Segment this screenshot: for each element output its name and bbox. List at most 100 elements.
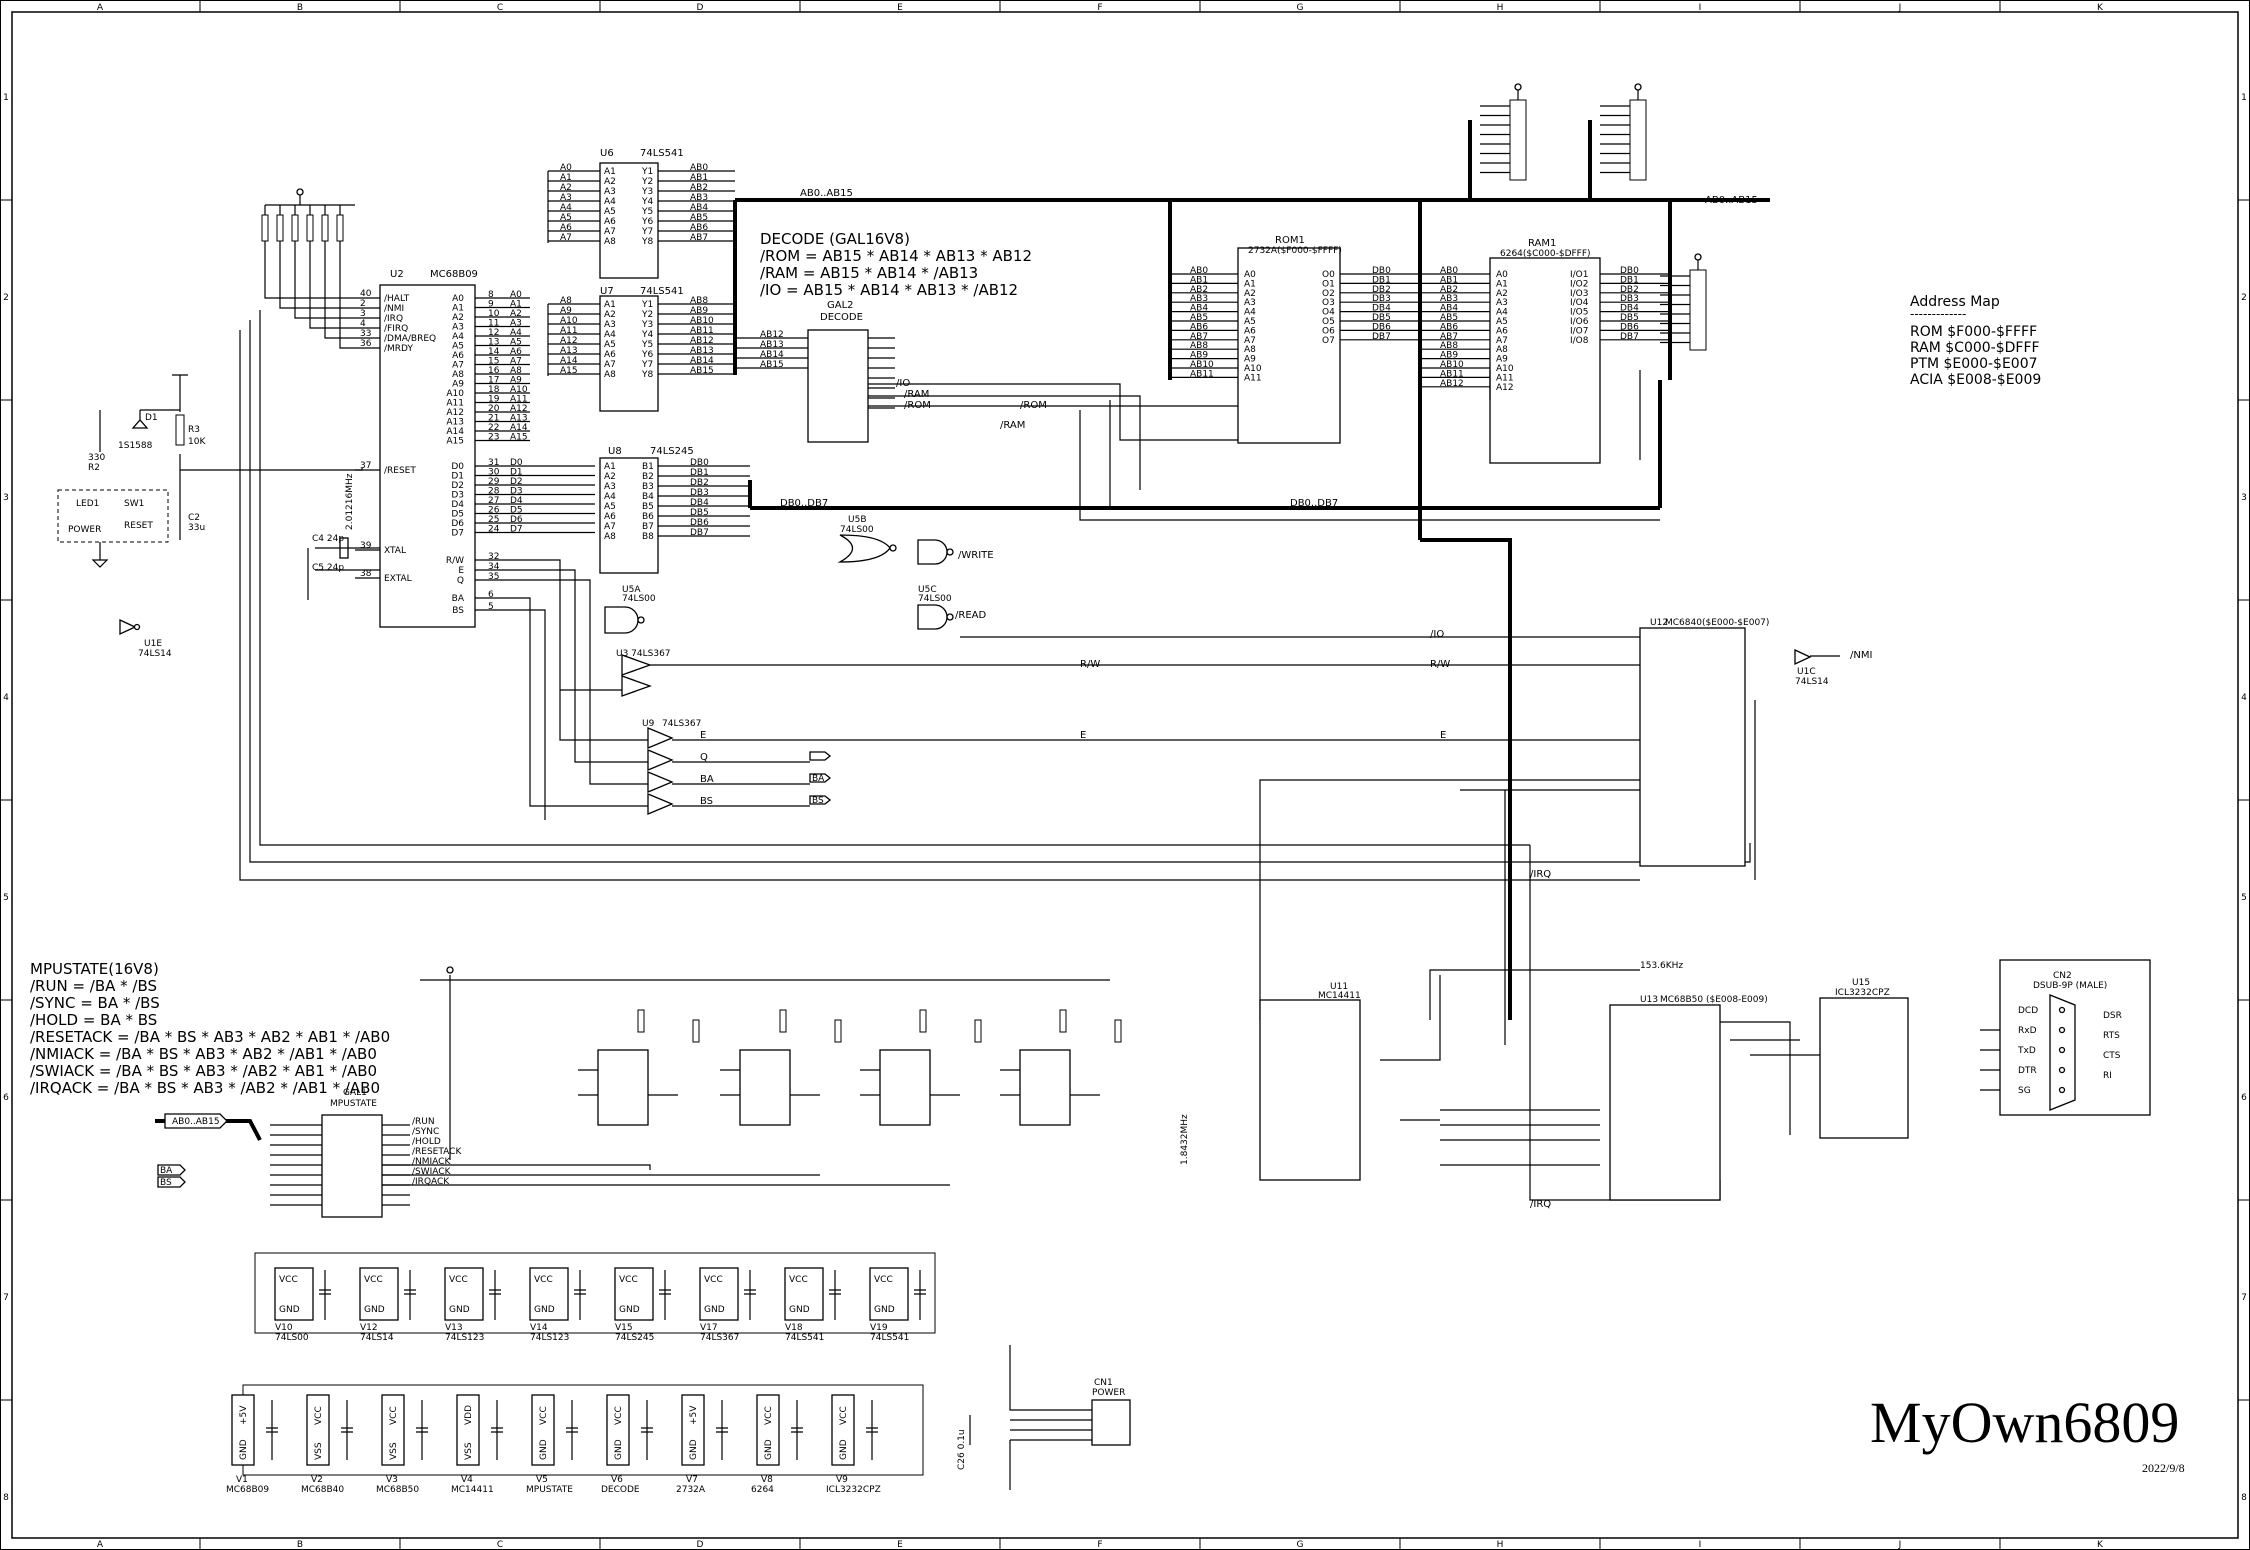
- u2-pin-num: 37: [360, 461, 371, 471]
- power-unit-part: MPUSTATE: [526, 1485, 573, 1495]
- resistor: [974, 1019, 982, 1043]
- buffer-pin-label: A4: [604, 197, 616, 207]
- x1-freq: 2.01216MHz: [345, 473, 355, 530]
- c2-ref: C2: [188, 513, 200, 523]
- u2-net-label: A4: [510, 328, 522, 338]
- u2-pin-num: 31: [488, 458, 499, 468]
- sig-irq2: /IRQ: [1530, 1199, 1551, 1210]
- buffer-pin-label: B3: [642, 482, 654, 492]
- gate-u3: U3 74LS367: [616, 649, 671, 697]
- svg-text:C4 24p: C4 24p: [312, 534, 344, 544]
- buffer-net-label: A6: [560, 223, 572, 233]
- border-row-label: 3: [2241, 493, 2247, 503]
- u2-part: MC68B09: [430, 269, 478, 280]
- border-col-label: A: [97, 3, 104, 13]
- border-col-label: E: [897, 3, 903, 13]
- u2-pin-label: A12: [446, 408, 464, 418]
- wire: [829, 1270, 841, 1320]
- border-row-label: 7: [3, 1293, 9, 1303]
- rom-addr-label: AB1: [1190, 275, 1208, 285]
- ram-data-label: I/O8: [1570, 336, 1589, 346]
- buffer-pin-label: B5: [642, 502, 654, 512]
- rom-pin-label: A10: [1244, 364, 1262, 374]
- u12-part: MC6840($E000-$E007): [1665, 618, 1769, 628]
- ram-pin-label: A11: [1496, 373, 1514, 383]
- u2-net-label: A0: [510, 290, 522, 300]
- u2-pin-label: A5: [452, 342, 464, 352]
- u2-net-label: A8: [510, 366, 522, 376]
- svg-text:BA: BA: [160, 1166, 173, 1176]
- u2-pin-num: 22: [488, 423, 499, 433]
- u2-pin-label: /IRQ: [384, 314, 403, 324]
- ram-pin-label: A10: [1496, 364, 1514, 374]
- rom-pin-label: A4: [1244, 308, 1256, 318]
- u2-pin-label: BA: [452, 594, 465, 604]
- svg-text:U1E: U1E: [144, 639, 162, 649]
- u2-pin-label: D0: [451, 462, 464, 472]
- buffer-pin-label: A6: [604, 217, 616, 227]
- wire: [860, 1069, 960, 1096]
- reset-label: RESET: [124, 521, 153, 531]
- bypass-part: 74LS541: [785, 1333, 824, 1343]
- power-unit-top: +5V: [239, 1405, 249, 1425]
- u2-pin-num: 33: [360, 329, 371, 339]
- rom-pin-label: A6: [1244, 326, 1256, 336]
- buffer-net-label: AB8: [690, 296, 708, 306]
- sig-e-mid: E: [1080, 730, 1086, 741]
- mpustate-line: /IRQACK = /BA * BS * AB3 * /AB2 * /AB1 *…: [30, 1079, 380, 1097]
- ram-addr-label: AB2: [1440, 285, 1458, 295]
- power-unit-ref: V3: [386, 1475, 398, 1485]
- vcc-symbol: [1514, 83, 1522, 91]
- buffer-pin-label: A3: [604, 482, 616, 492]
- decode-line: /RAM = AB15 * AB14 * /AB13: [760, 264, 978, 282]
- r2-ref: R2: [88, 463, 100, 473]
- rom1-part: 2732A($F000-$FFFF): [1248, 246, 1342, 256]
- u2-pin-label: A13: [446, 418, 464, 428]
- sig-bs: BS: [700, 796, 713, 807]
- border-col-label: B: [297, 3, 303, 13]
- cn2-pin: [2058, 1046, 2066, 1054]
- u2-pin-label: D2: [451, 481, 464, 491]
- u2-pin-num: 28: [488, 487, 500, 497]
- rom-data-net: DB1: [1372, 275, 1391, 285]
- address-map-title: Address Map: [1910, 294, 2000, 310]
- rom-pin-label: A2: [1244, 289, 1256, 299]
- u2-pin-label: EXTAL: [384, 574, 412, 584]
- vcc-label: VCC: [534, 1275, 553, 1285]
- wire: [868, 383, 1240, 441]
- power-unit: [831, 1394, 855, 1466]
- bus-label-ab-right: AB0..AB15: [1705, 195, 1758, 206]
- border-col-label: D: [697, 3, 704, 13]
- wire: [720, 1069, 820, 1096]
- u2-net-label: A3: [510, 319, 522, 329]
- buffer-pin-label: Y6: [641, 217, 653, 227]
- u2-pin-label: A1: [452, 304, 464, 314]
- u7-ref: U7: [600, 286, 614, 297]
- wire: [382, 1164, 950, 1186]
- u2-pin-num: 15: [488, 357, 499, 367]
- power-unit: [606, 1394, 630, 1466]
- power-unit-top: +5V: [689, 1405, 699, 1425]
- cn1-ref: CN1: [1094, 1378, 1113, 1388]
- mpustate-equations: MPUSTATE(16V8) /RUN = /BA * /BS /SYNC = …: [30, 960, 390, 1097]
- mpustate-line: /RESETACK = /BA * BS * AB3 * AB2 * AB1 *…: [30, 1028, 390, 1046]
- u7-part: 74LS541: [640, 286, 684, 297]
- u2-net-label: A10: [510, 385, 528, 395]
- u2-pin-label: /NMI: [384, 304, 404, 314]
- gal1-output-label: /IRQACK: [412, 1177, 450, 1187]
- u2-pin-label: E: [458, 566, 464, 576]
- u2-pin-num: 13: [488, 338, 499, 348]
- u15-ref: U15: [1852, 978, 1870, 988]
- u2-pin-num: 36: [360, 339, 372, 349]
- vcc-label: VCC: [704, 1275, 723, 1285]
- wire: [914, 1270, 926, 1320]
- bus-label-db2: DB0..DB7: [1290, 498, 1338, 509]
- buffer-pin-label: B8: [642, 532, 654, 542]
- ram-data-net: DB7: [1620, 332, 1639, 342]
- bypass-ref: V14: [530, 1323, 548, 1333]
- buffer-net-label: A14: [560, 356, 578, 366]
- vcc-label: VCC: [364, 1275, 383, 1285]
- power-unit-ref: V4: [461, 1475, 473, 1485]
